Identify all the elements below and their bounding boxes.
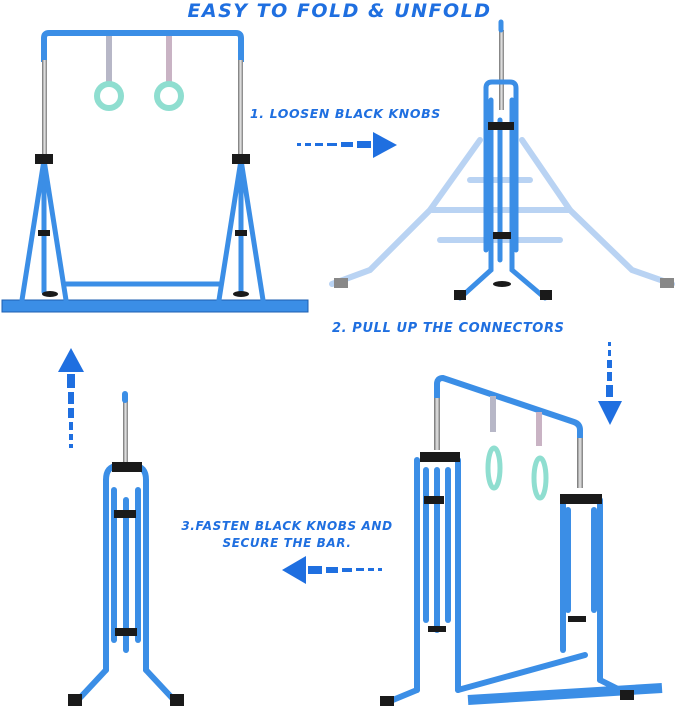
step-3-line-2: SECURE THE BAR. <box>222 536 352 550</box>
connected-bar-illustration <box>380 374 663 706</box>
arrow-down-icon <box>598 342 622 425</box>
step-3-label: 3.FASTEN BLACK KNOBS AND SECURE THE BAR. <box>172 518 402 552</box>
folded-bar-illustration <box>68 391 184 706</box>
folding-illustration <box>329 19 675 301</box>
arrow-left-icon <box>282 556 382 584</box>
page-title: EASY TO FOLD & UNFOLD <box>187 0 492 22</box>
unfolded-bar-illustration <box>1 30 309 313</box>
arrow-up-icon <box>58 348 84 448</box>
gym-rings <box>94 36 184 111</box>
arrow-right-icon <box>297 132 397 158</box>
step-2-label: 2. PULL UP THE CONNECTORS <box>332 321 565 336</box>
step-3-line-1: 3.FASTEN BLACK KNOBS AND <box>181 519 393 533</box>
step-1-label: 1. LOOSEN BLACK KNOBS <box>250 106 441 121</box>
